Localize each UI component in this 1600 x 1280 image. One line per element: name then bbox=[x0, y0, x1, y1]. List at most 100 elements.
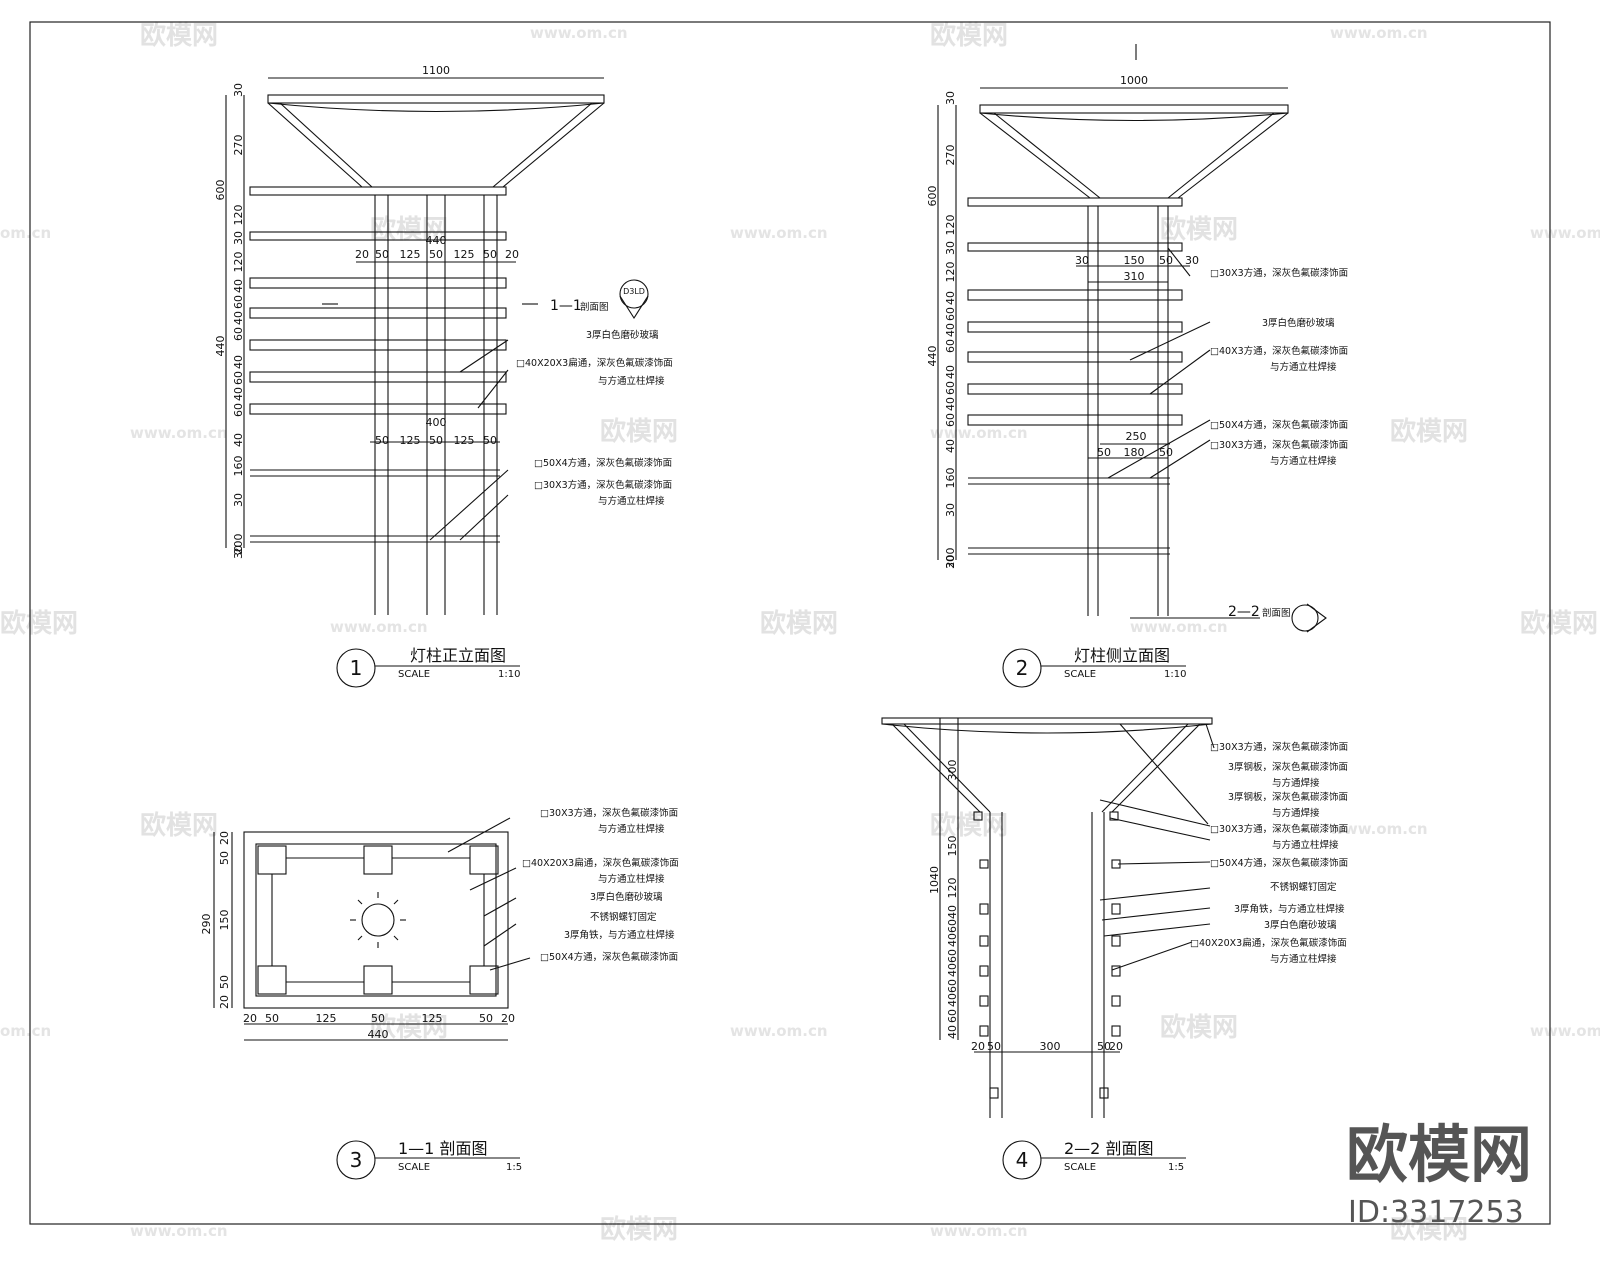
watermark-brand: 欧模网 bbox=[1390, 1214, 1468, 1245]
dim-label: 400 bbox=[426, 416, 447, 429]
dim-label: 60 bbox=[232, 403, 245, 417]
v4-leader bbox=[1103, 923, 1211, 937]
watermark-url: www.om.cn bbox=[130, 1222, 228, 1240]
v4-base-section bbox=[989, 1087, 999, 1099]
dim-label: 60 bbox=[946, 919, 959, 933]
dim-label: 30 bbox=[232, 231, 245, 245]
view-title: 2—2 剖面图 bbox=[1064, 1139, 1153, 1158]
dim-label: 120 bbox=[946, 878, 959, 899]
v4-rail-section bbox=[979, 935, 989, 947]
v1-glass-band bbox=[249, 307, 507, 319]
dim-label: 40 bbox=[944, 397, 957, 411]
watermark-url: www.om.cn bbox=[930, 1222, 1028, 1240]
dim-label: 20 bbox=[971, 1040, 985, 1053]
v1-glass-band bbox=[249, 371, 507, 383]
dim-label: 50 bbox=[429, 434, 443, 447]
v3-inner-frame bbox=[255, 843, 497, 997]
v2-glass-band bbox=[967, 351, 1183, 363]
callout-note: 3厚白色磨砂玻璃 bbox=[586, 329, 659, 341]
dim-label: 300 bbox=[1040, 1040, 1061, 1053]
dim-label: 1000 bbox=[1120, 74, 1148, 87]
v3-leader bbox=[483, 897, 517, 917]
v4-rail-section bbox=[1111, 903, 1121, 915]
v4-top-cap bbox=[881, 717, 1213, 725]
v4-base-section bbox=[1099, 1087, 1109, 1099]
section-1-1-suffix: 剖面图 bbox=[580, 301, 609, 313]
dim-label: 180 bbox=[1124, 446, 1145, 459]
watermark-url: www.om.cn bbox=[1130, 618, 1228, 636]
v3-leader bbox=[469, 867, 517, 891]
view-number: 2 bbox=[1016, 656, 1029, 680]
v1-strut-right-2 bbox=[492, 102, 593, 188]
v2-top-cap bbox=[979, 104, 1289, 114]
callout-note: □40X3方通，深灰色氟碳漆饰面 bbox=[1210, 345, 1348, 357]
v1-section-bubble bbox=[619, 279, 649, 309]
view-1-front-elevation bbox=[225, 77, 649, 615]
v4-cap-curve bbox=[881, 723, 1213, 734]
callout-note: □30X3方通，深灰色氟碳漆饰面 bbox=[1210, 741, 1348, 753]
v3-lamp-ray bbox=[357, 935, 363, 941]
v4-rail-section bbox=[1111, 965, 1121, 977]
callout-note: 3厚钢板，深灰色氟碳漆饰面 bbox=[1228, 791, 1348, 803]
callout-note: 与方通焊接 bbox=[1272, 807, 1320, 819]
dim-label: 60 bbox=[944, 307, 957, 321]
dim-label: 120 bbox=[944, 262, 957, 283]
v2-cap-curve bbox=[979, 112, 1289, 122]
dim-label: 50 bbox=[1159, 446, 1173, 459]
dim-label: 60 bbox=[946, 949, 959, 963]
v4-rail-section bbox=[979, 1025, 989, 1037]
dim-label: 160 bbox=[232, 456, 245, 477]
view-number-circle bbox=[336, 648, 376, 688]
v2-section-bubble bbox=[1291, 604, 1319, 632]
dim-label: 40 bbox=[946, 905, 959, 919]
dim-label: 150 bbox=[218, 910, 231, 931]
v1-leader bbox=[459, 494, 509, 541]
v2-leader bbox=[1149, 439, 1211, 479]
v4-strut-left-2 bbox=[903, 723, 991, 813]
dim-label: 1040 bbox=[928, 866, 941, 894]
v3-outer-frame bbox=[243, 831, 509, 1009]
dim-label: 290 bbox=[200, 914, 213, 935]
scale-value: 1:5 bbox=[1168, 1162, 1184, 1173]
callout-note: 不锈钢螺钉固定 bbox=[1270, 881, 1337, 893]
callout-note: 3厚钢板，深灰色氟碳漆饰面 bbox=[1228, 761, 1348, 773]
dim-label: 200 bbox=[944, 548, 957, 569]
dim-label: 440 bbox=[426, 234, 447, 247]
v4-rail-section bbox=[979, 859, 989, 869]
v4-leader bbox=[1101, 907, 1211, 921]
watermark-url: www.om.cn bbox=[1530, 224, 1600, 242]
view-number-circle bbox=[1002, 1140, 1042, 1180]
dim-label: 125 bbox=[316, 1012, 337, 1025]
dim-label: 40 bbox=[232, 433, 245, 447]
scale-value: 1:5 bbox=[506, 1162, 522, 1173]
scale-label: SCALE bbox=[398, 669, 430, 680]
v4-rail-section bbox=[1111, 1025, 1121, 1037]
v1-leader bbox=[477, 369, 509, 409]
callout-note: 与方通立柱焊接 bbox=[598, 823, 665, 835]
v4-rail-section bbox=[1111, 995, 1121, 1007]
dim-label: 30 bbox=[944, 555, 957, 569]
view-number-circle bbox=[336, 1140, 376, 1180]
dim-label: 270 bbox=[232, 135, 245, 156]
dim-label: 40 bbox=[946, 993, 959, 1007]
v2-leader bbox=[1167, 247, 1191, 277]
callout-note: 3厚白色磨砂玻璃 bbox=[1264, 919, 1337, 931]
title-block-4: 4 2—2 剖面图 SCALE 1:5 bbox=[1002, 1139, 1186, 1180]
scale-value: 1:10 bbox=[498, 669, 520, 680]
watermark-brand: 欧模网 bbox=[140, 20, 218, 51]
v3-corner-post bbox=[469, 845, 499, 875]
watermark-brand: 欧模网 bbox=[1390, 416, 1468, 447]
v4-plate-leader bbox=[1119, 723, 1209, 825]
callout-note: 与方通立柱焊接 bbox=[1270, 455, 1337, 467]
watermark-url: www.om.cn bbox=[730, 1022, 828, 1040]
model-id-label: ID:3317253 bbox=[1348, 1195, 1524, 1230]
v2-section-arrow bbox=[1306, 603, 1327, 633]
dim-label: 60 bbox=[946, 1009, 959, 1023]
dim-label: 30 bbox=[1185, 254, 1199, 267]
dim-label: 200 bbox=[232, 534, 245, 555]
watermark-layer: 欧模网欧模网欧模网欧模网欧模网欧模网欧模网欧模网欧模网欧模网欧模网欧模网欧模网欧… bbox=[0, 20, 1600, 1245]
callout-note: □30X3方通，深灰色氟碳漆饰面 bbox=[540, 807, 678, 819]
dim-label: 50 bbox=[1097, 446, 1111, 459]
dim-label: 30 bbox=[944, 91, 957, 105]
v1-crossbeam bbox=[249, 186, 507, 196]
